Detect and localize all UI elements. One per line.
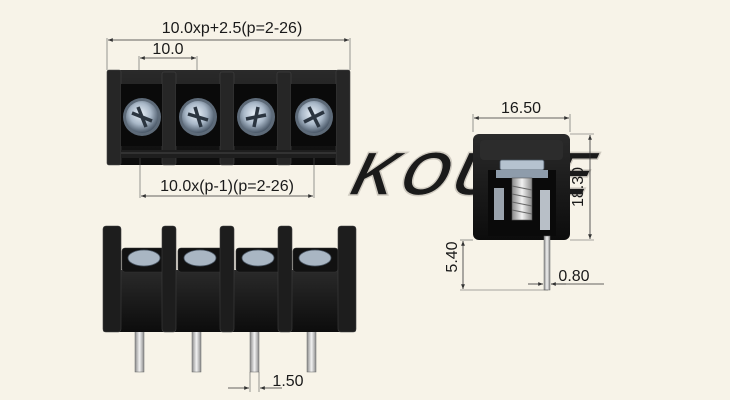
pin-width-label: 1.50 xyxy=(272,373,303,390)
side-screw xyxy=(494,159,550,230)
body-height-label: 18.30 xyxy=(570,167,587,207)
pin-icon xyxy=(134,327,317,373)
body-width-label: 16.50 xyxy=(501,100,541,117)
pitch-label: 10.0 xyxy=(152,41,183,58)
pin-thickness-label: 0.80 xyxy=(558,268,589,285)
pin-length-label: 5.40 xyxy=(444,241,461,272)
side-view: 16.50 18.30 5.40 0.80 xyxy=(444,100,604,291)
top-view: 10.0xp+2.5(p=2-26) 10.0 xyxy=(106,20,351,198)
pin-span-label: 10.0x(p-1)(p=2-26) xyxy=(160,178,294,195)
overall-length-label: 10.0xp+2.5(p=2-26) xyxy=(162,20,303,37)
front-view: 1.50 xyxy=(102,225,357,392)
top-barriers xyxy=(106,69,351,166)
screw-icon xyxy=(123,98,333,136)
